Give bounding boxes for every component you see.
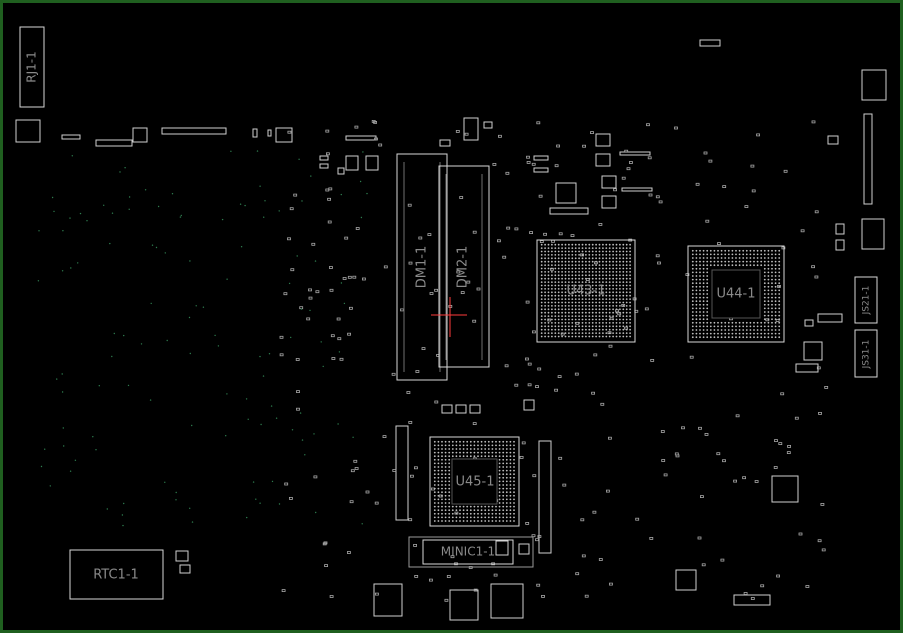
- memory-slot-dm1-label: DM1-1: [415, 246, 430, 288]
- selection-crosshair: [431, 297, 467, 337]
- chip-u45-label: U45-1: [455, 475, 494, 490]
- connector-minic1-label: MINIC1-1: [441, 545, 495, 559]
- chip-u44[interactable]: U44-1: [687, 245, 785, 343]
- chip-u43[interactable]: U43-1: [536, 239, 636, 343]
- connector-rj1[interactable]: RJ1-1: [19, 26, 45, 108]
- battery-rtc1[interactable]: RTC1-1: [69, 549, 164, 600]
- memory-slot-dm2-label: DM2-1: [456, 246, 471, 288]
- chip-u45[interactable]: U45-1: [429, 436, 520, 527]
- connector-js31[interactable]: JS31-1: [854, 329, 878, 378]
- battery-rtc1-label: RTC1-1: [93, 568, 139, 583]
- memory-slot-dm1[interactable]: DM1-1: [396, 153, 448, 381]
- connector-js21[interactable]: JS21-1: [854, 276, 878, 324]
- connector-rj1-label: RJ1-1: [25, 51, 39, 82]
- connector-js21-label: JS21-1: [862, 286, 872, 316]
- small-component-footprints: [15, 39, 887, 621]
- connector-minic1[interactable]: MINIC1-1: [408, 536, 534, 568]
- chip-u43-label: U43-1: [566, 284, 605, 299]
- chip-u44-label: U44-1: [716, 287, 755, 302]
- connector-js31-label: JS31-1: [862, 340, 872, 370]
- memory-slot-dm2[interactable]: DM2-1: [438, 165, 490, 368]
